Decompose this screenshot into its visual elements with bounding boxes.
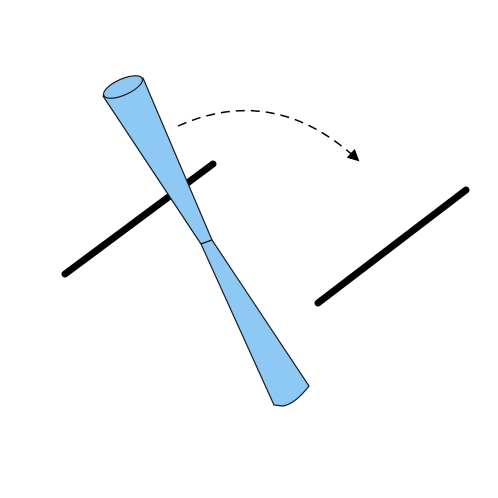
dashed-curved-arrow	[177, 109, 360, 162]
beam-top-cap	[102, 75, 144, 99]
left-black-line	[61, 160, 217, 278]
beam-lower-cone	[200, 239, 310, 407]
beam-upper-cone	[102, 77, 213, 245]
right-black-line	[314, 186, 470, 307]
